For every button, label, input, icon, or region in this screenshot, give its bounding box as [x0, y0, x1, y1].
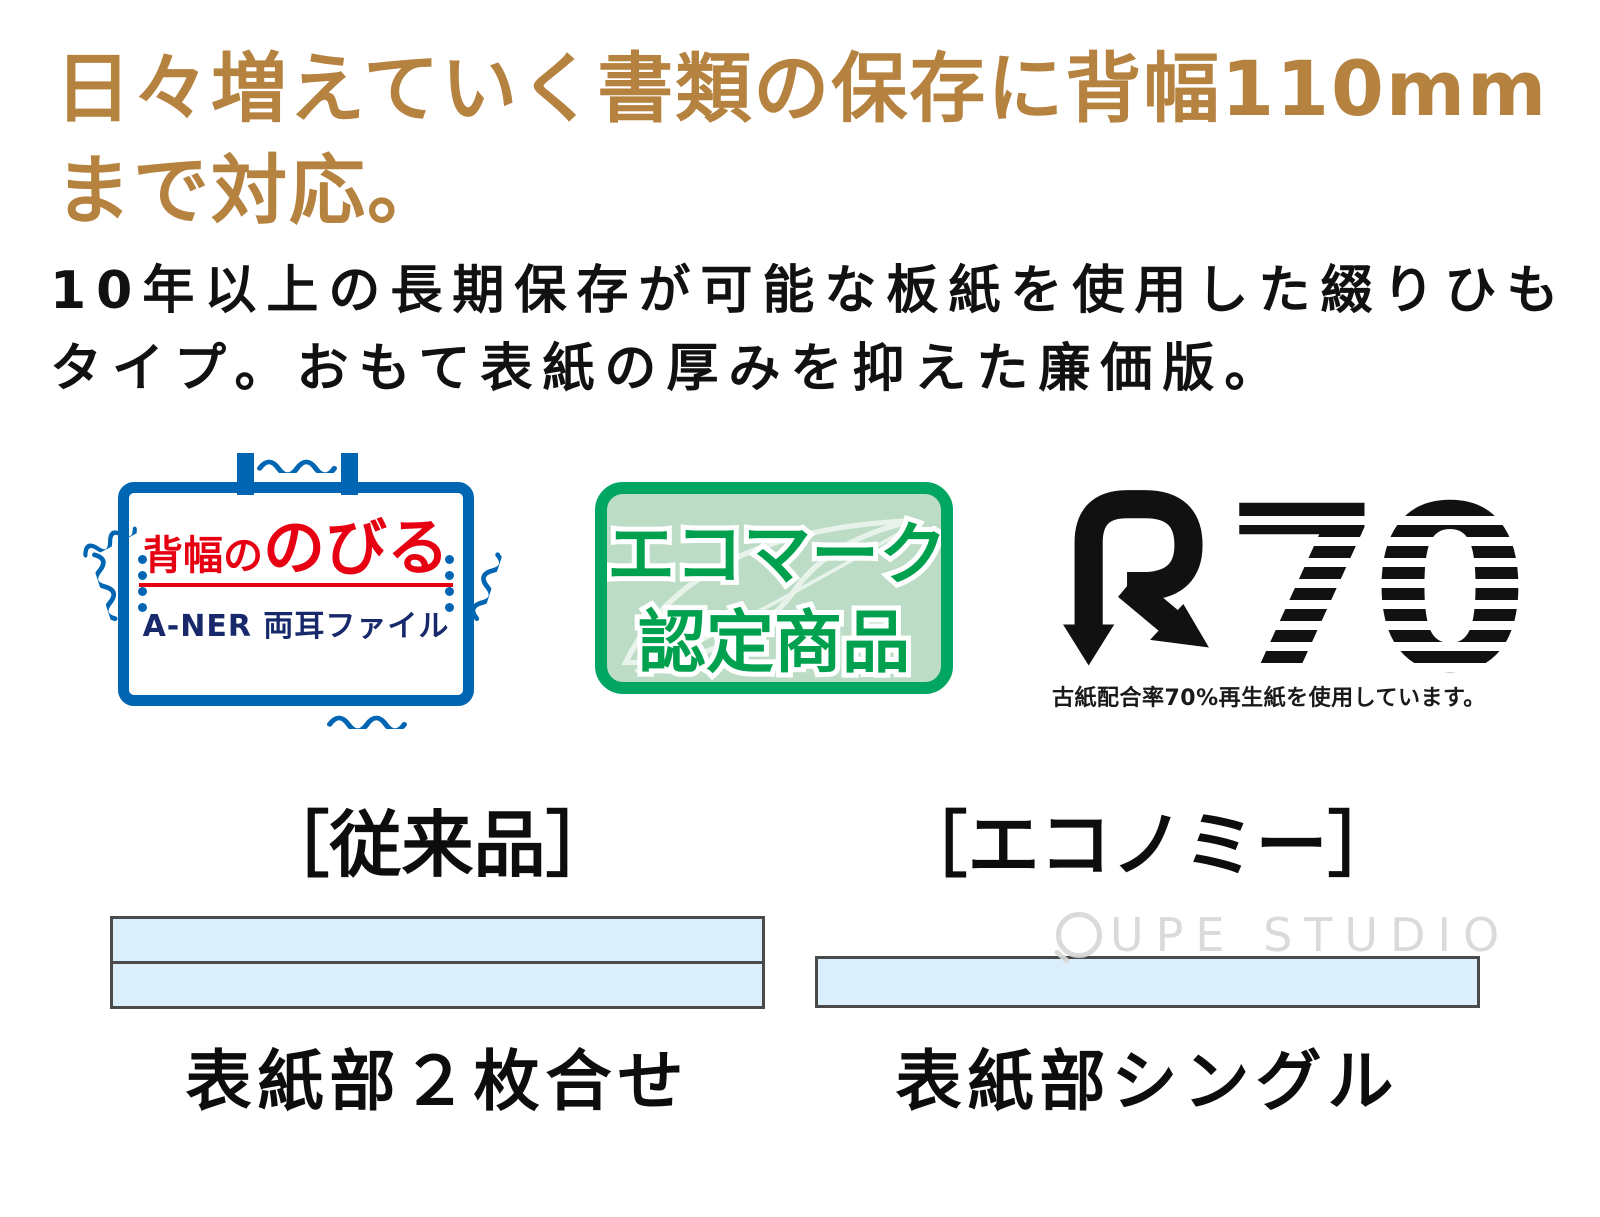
- description-line2: タイプ。おもて表紙の厚みを抑えた廉価版。: [50, 339, 1287, 399]
- r70-recycle-logo: 70 古紙配合率70%再生紙を使用しています。: [1052, 476, 1529, 712]
- r70-caption: 古紙配合率70%再生紙を使用しています。: [1052, 686, 1486, 711]
- r70-number-block: 70: [1220, 476, 1529, 704]
- aner-brand: A-NER: [142, 609, 252, 644]
- cover-layer: [110, 916, 765, 964]
- watermark: UPE STUDIO: [1056, 908, 1511, 962]
- ecomark-line1-text: エコマーク: [607, 516, 948, 595]
- ecomark-line2-text: 認定商品: [637, 604, 910, 684]
- recycle-arrow-r-icon: [1063, 490, 1209, 666]
- conventional-label: ［従来品］: [257, 803, 618, 887]
- aner-title-prefix: 背幅の: [142, 533, 263, 579]
- string-wave-icon: [79, 520, 139, 561]
- page-title: 日々増えていく書類の保存に背幅110mm まで対応。: [55, 38, 1548, 242]
- string-wave-icon: [467, 550, 503, 623]
- aner-product-type: 両耳ファイル: [263, 609, 450, 644]
- ecomark-line1-outline: エコマーク: [607, 511, 948, 600]
- ecomark-badge: エコマーク エコマーク 認定商品 認定商品: [595, 482, 953, 694]
- description-line1: 10年以上の長期保存が可能な板紙を使用した綴りひも: [50, 261, 1569, 321]
- aner-title-main: のびる: [262, 511, 449, 584]
- magnifier-icon: [1056, 912, 1102, 958]
- r70-number: 70: [1224, 457, 1529, 723]
- ecomark-text-line2: 認定商品 認定商品: [607, 599, 941, 684]
- string-wave-icon: [257, 459, 337, 473]
- aner-badge-title: 背幅ののびる: [138, 517, 453, 587]
- punch-holes-right: [445, 555, 454, 612]
- string-wave-icon: [89, 550, 125, 623]
- punch-holes-left: [138, 555, 147, 612]
- cover-layer: [815, 956, 1480, 1008]
- description: 10年以上の長期保存が可能な板紙を使用した綴りひも タイプ。おもて表紙の厚みを抑…: [50, 252, 1568, 408]
- economy-label: ［エコノミー］: [895, 803, 1400, 887]
- aner-tie-tab-left: [237, 453, 254, 495]
- economy-caption: 表紙部シングル: [895, 1043, 1400, 1120]
- aner-badge-subtitle: A-NER 両耳ファイル: [129, 601, 463, 645]
- economy-cover-diagram: [815, 956, 1480, 1008]
- leaf-icon: [621, 517, 916, 673]
- conventional-cover-diagram: [110, 916, 765, 1009]
- conventional-caption: 表紙部２枚合せ: [185, 1043, 690, 1120]
- aner-badge: 背幅ののびる A-NER 両耳ファイル: [83, 453, 503, 729]
- ecomark-line2-outline: 認定商品: [633, 599, 915, 684]
- aner-tie-tab-right: [341, 453, 358, 495]
- string-wave-icon: [327, 715, 407, 729]
- heading-line1: 日々増えていく書類の保存に背幅110mm: [55, 44, 1549, 133]
- cover-layer: [110, 961, 765, 1009]
- heading-line2: まで対応。: [55, 145, 445, 235]
- ecomark-text-line1: エコマーク エコマーク: [607, 511, 948, 600]
- watermark-text: UPE STUDIO: [1110, 908, 1512, 962]
